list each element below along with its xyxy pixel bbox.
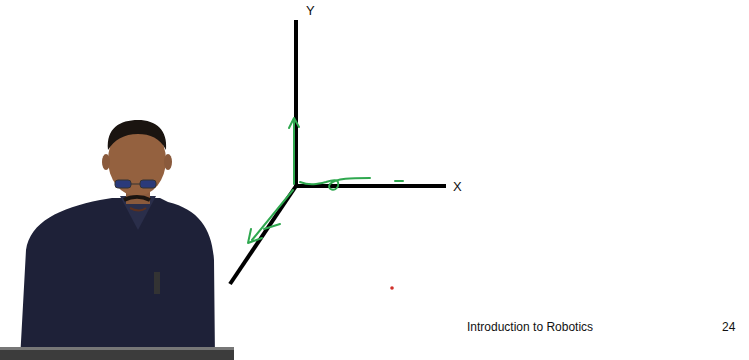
hand-drawn-arrows — [248, 118, 403, 243]
axis-label: X — [453, 180, 462, 193]
coordinate-axes — [230, 20, 446, 284]
page-number: 24 — [722, 321, 735, 333]
axis-label: Y — [306, 4, 315, 17]
presenter — [0, 120, 234, 360]
pointer-dot — [390, 286, 394, 290]
footer-title: Introduction to Robotics — [467, 321, 593, 333]
